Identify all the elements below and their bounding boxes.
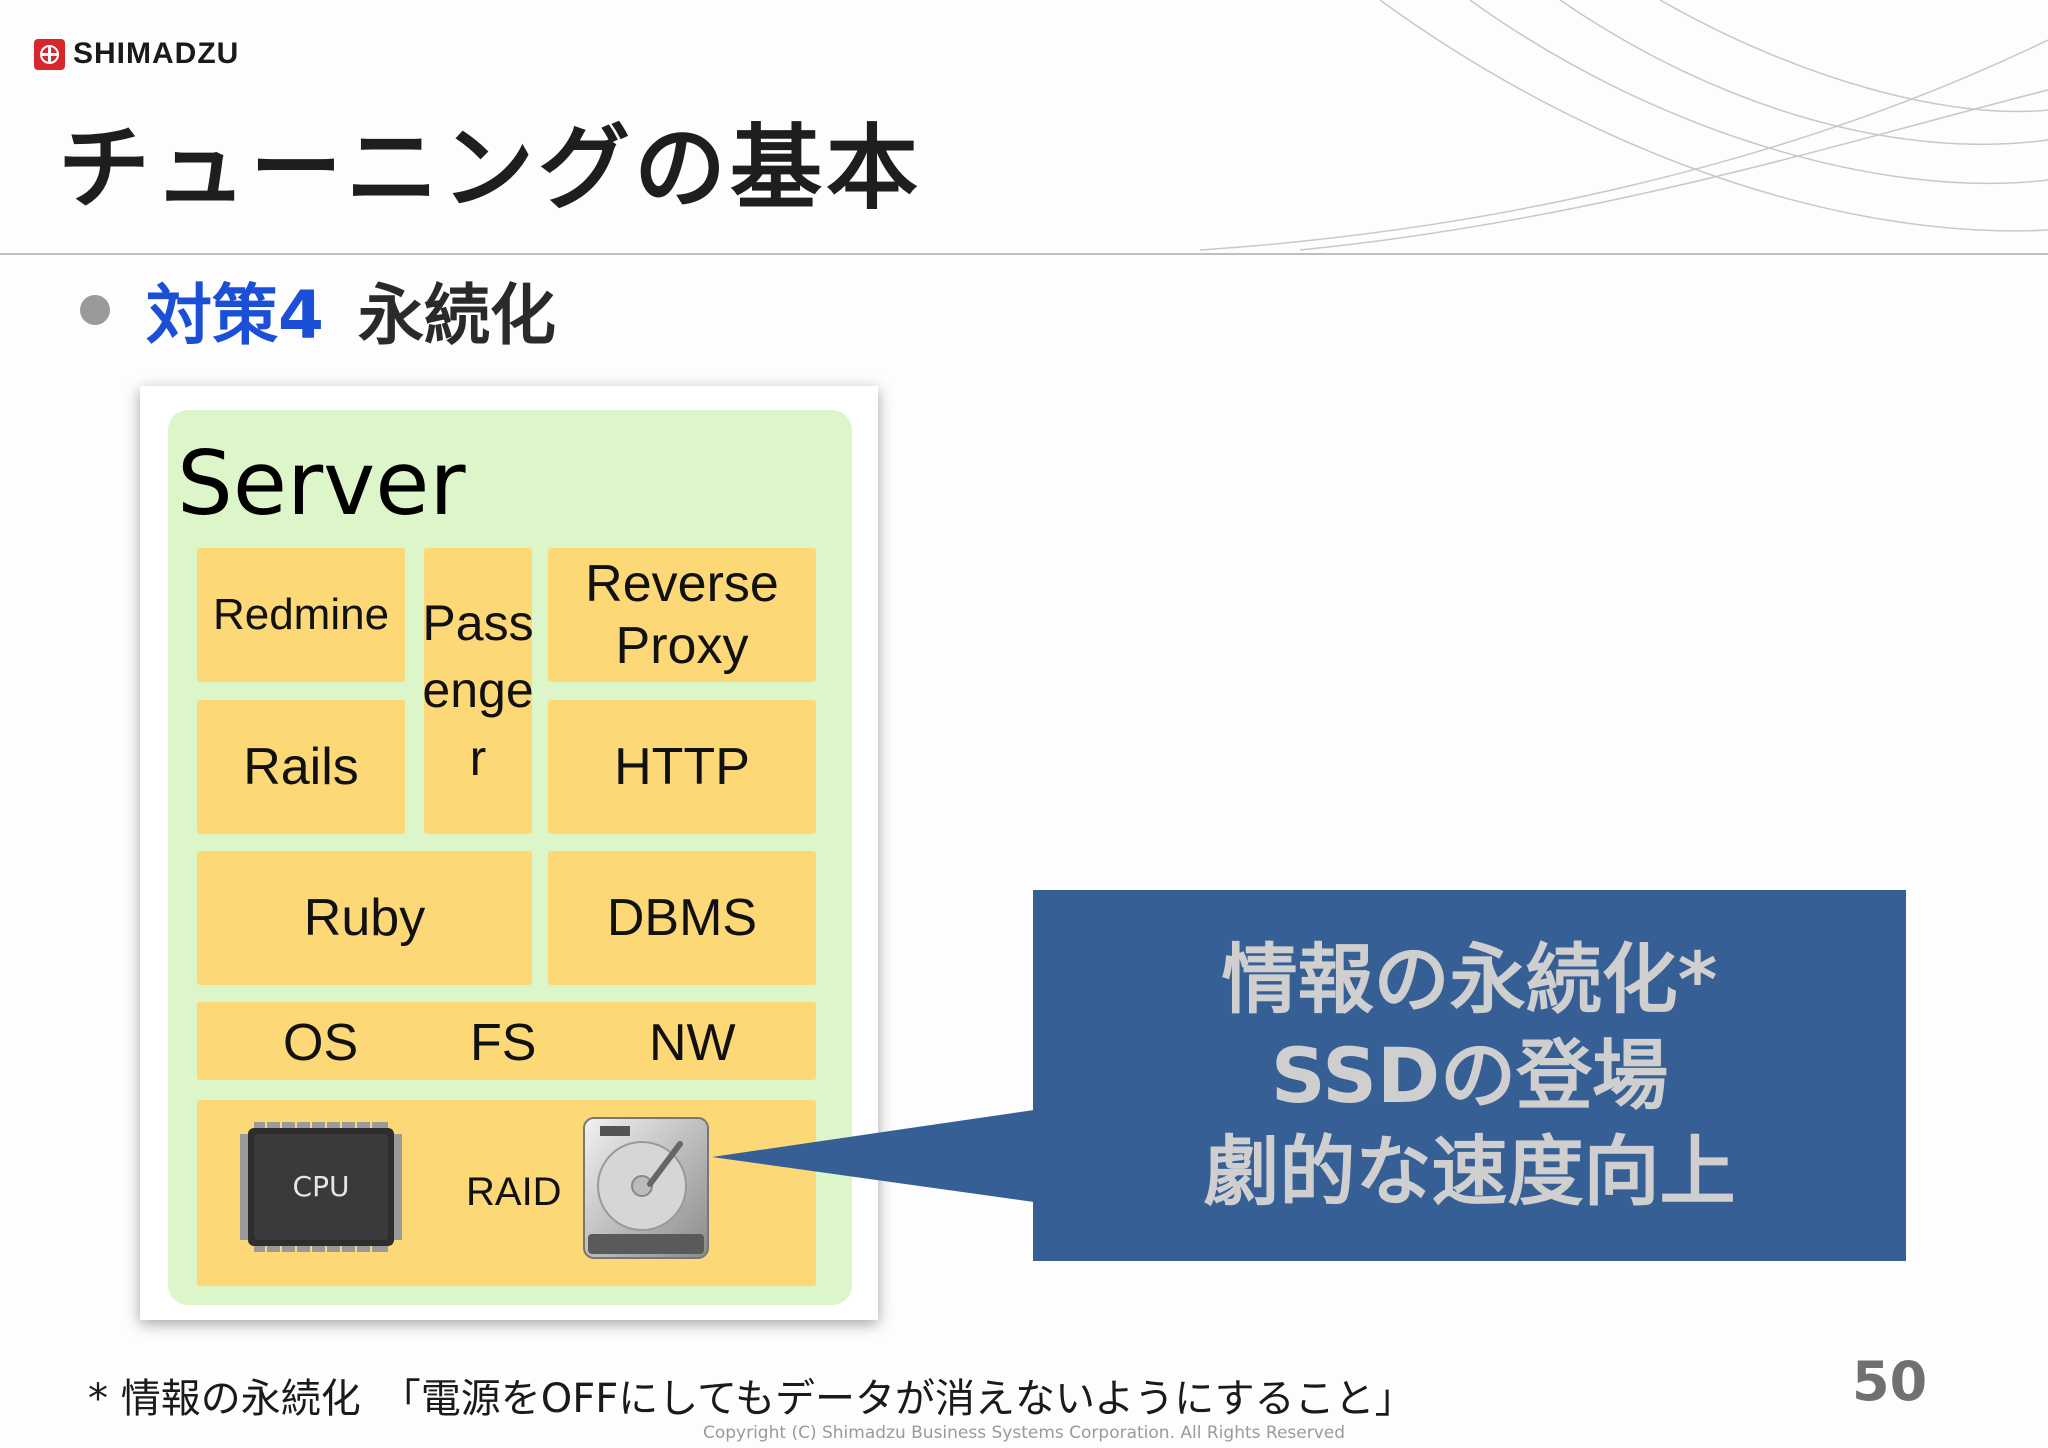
cell-dbms: DBMS (548, 851, 816, 985)
callout-line-3: 劇的な速度向上 (1203, 1126, 1736, 1216)
callout-box: 情報の永続化* SSDの登場 劇的な速度向上 (1033, 890, 1906, 1261)
cell-reverse-proxy-line-2: Proxy (615, 617, 749, 675)
page-number: 50 (1852, 1350, 1928, 1413)
cell-rails-label: Rails (243, 737, 359, 796)
raid-label: RAID (466, 1170, 562, 1214)
title-divider (0, 253, 2048, 255)
cell-reverse-proxy-line-1: Reverse (585, 554, 779, 613)
cell-http-label: HTTP (614, 737, 750, 796)
bullet-item: 対策4 永続化 (80, 270, 556, 354)
cell-nw-label: NW (649, 1014, 736, 1072)
cell-passenger-line-1: Pass (422, 594, 534, 651)
cell-dbms-label: DBMS (606, 888, 758, 947)
company-logo: SHIMADZU (34, 37, 240, 70)
footnote: * 情報の永続化 「電源をOFFにしてもデータが消えないようにすること」 (88, 1376, 1415, 1422)
cell-redmine-label: Redmine (212, 589, 390, 639)
cpu-chip-label: CPU (293, 1170, 350, 1203)
shimadzu-logo-icon (34, 38, 65, 70)
hard-disk-icon (583, 1117, 709, 1259)
cell-passenger: Pass enge r (422, 548, 534, 834)
bullet-key: 対策4 (146, 277, 324, 354)
decorative-swoosh-lines (1199, 0, 2048, 251)
cell-passenger-line-2: enge (422, 662, 534, 719)
callout-line-2: SSDの登場 (1270, 1030, 1669, 1120)
cpu-chip-icon: CPU (240, 1122, 402, 1252)
cell-ruby-label: Ruby (303, 888, 426, 947)
cell-redmine: Redmine (197, 548, 405, 682)
bullet-dot-icon (80, 295, 110, 325)
callout-line-1: 情報の永続化* (1221, 934, 1718, 1024)
bullet-text: 永続化 (357, 277, 556, 354)
slide-title: チューニングの基本 (58, 115, 923, 222)
server-label: Server (177, 432, 466, 535)
cell-passenger-line-3: r (469, 729, 487, 786)
cell-os-fs-nw: OS FS NW (197, 1002, 816, 1080)
cell-reverse-proxy: Reverse Proxy (548, 548, 816, 682)
logo-text: SHIMADZU (73, 37, 240, 70)
cell-rails: Rails (197, 700, 405, 834)
cell-http: HTTP (548, 700, 816, 834)
cell-fs-label: FS (470, 1014, 537, 1072)
copyright: Copyright (C) Shimadzu Business Systems … (702, 1423, 1346, 1443)
cell-ruby: Ruby (197, 851, 532, 985)
cell-os-label: OS (283, 1014, 359, 1072)
